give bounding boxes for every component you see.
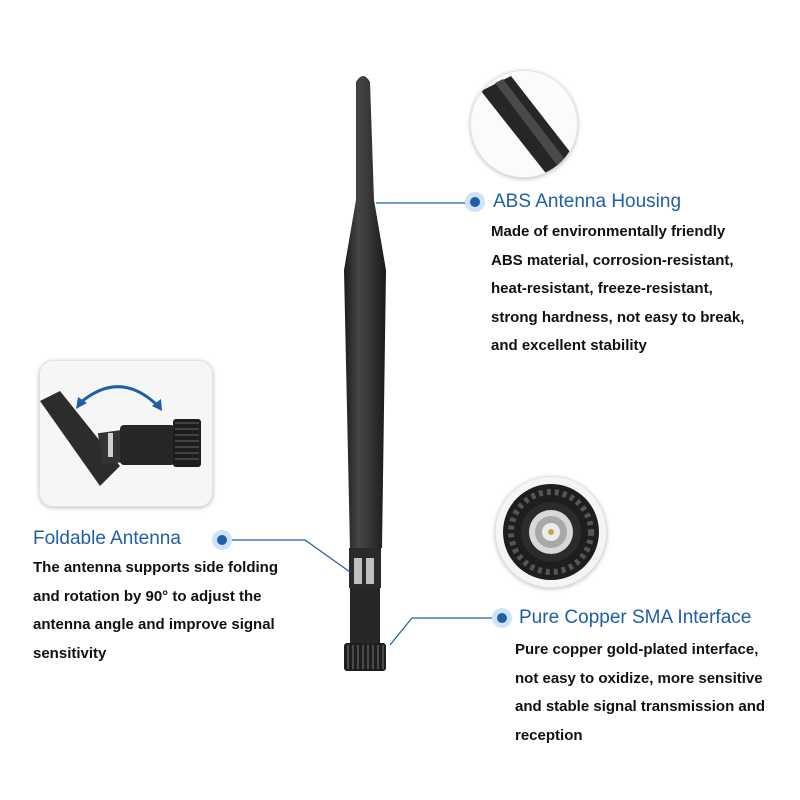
housing-closeup-image bbox=[470, 70, 578, 178]
foldable-desc-line: antenna angle and improve signal bbox=[33, 616, 275, 633]
foldable-desc-line: and rotation by 90° to adjust the bbox=[33, 587, 262, 605]
sma-marker-dot bbox=[492, 608, 512, 628]
housing-desc-line: and excellent stability bbox=[491, 337, 647, 354]
sma-desc-line: and stable signal transmission and bbox=[515, 698, 766, 715]
housing-desc-line: Made of environmentally friendly bbox=[491, 223, 726, 240]
antenna-image bbox=[330, 70, 400, 675]
sma-connector-image bbox=[495, 476, 607, 588]
sma-description: Pure copper gold-plated interface, not e… bbox=[515, 636, 765, 750]
foldable-desc-line: sensitivity bbox=[33, 644, 107, 662]
foldable-title: Foldable Antenna bbox=[33, 528, 181, 549]
housing-desc-line: strong hardness, not easy to break, bbox=[491, 308, 745, 326]
folding-demo-image bbox=[39, 360, 213, 507]
housing-description: Made of environmentally friendly ABS mat… bbox=[491, 218, 744, 361]
sma-desc-line: not easy to oxidize, more sensitive bbox=[515, 669, 763, 687]
foldable-marker-dot bbox=[212, 530, 232, 550]
housing-desc-line: heat-resistant, freeze-resistant, bbox=[491, 280, 713, 297]
foldable-description: The antenna supports side folding and ro… bbox=[33, 554, 278, 668]
housing-desc-line: ABS material, corrosion-resistant, bbox=[491, 251, 734, 269]
sma-title: Pure Copper SMA Interface bbox=[519, 607, 752, 628]
sma-desc-line: Pure copper gold-plated interface, bbox=[515, 641, 759, 658]
foldable-desc-line: The antenna supports side folding bbox=[33, 559, 279, 576]
housing-marker-dot bbox=[465, 192, 485, 212]
sma-desc-line: reception bbox=[515, 726, 583, 744]
housing-title: ABS Antenna Housing bbox=[493, 191, 682, 212]
